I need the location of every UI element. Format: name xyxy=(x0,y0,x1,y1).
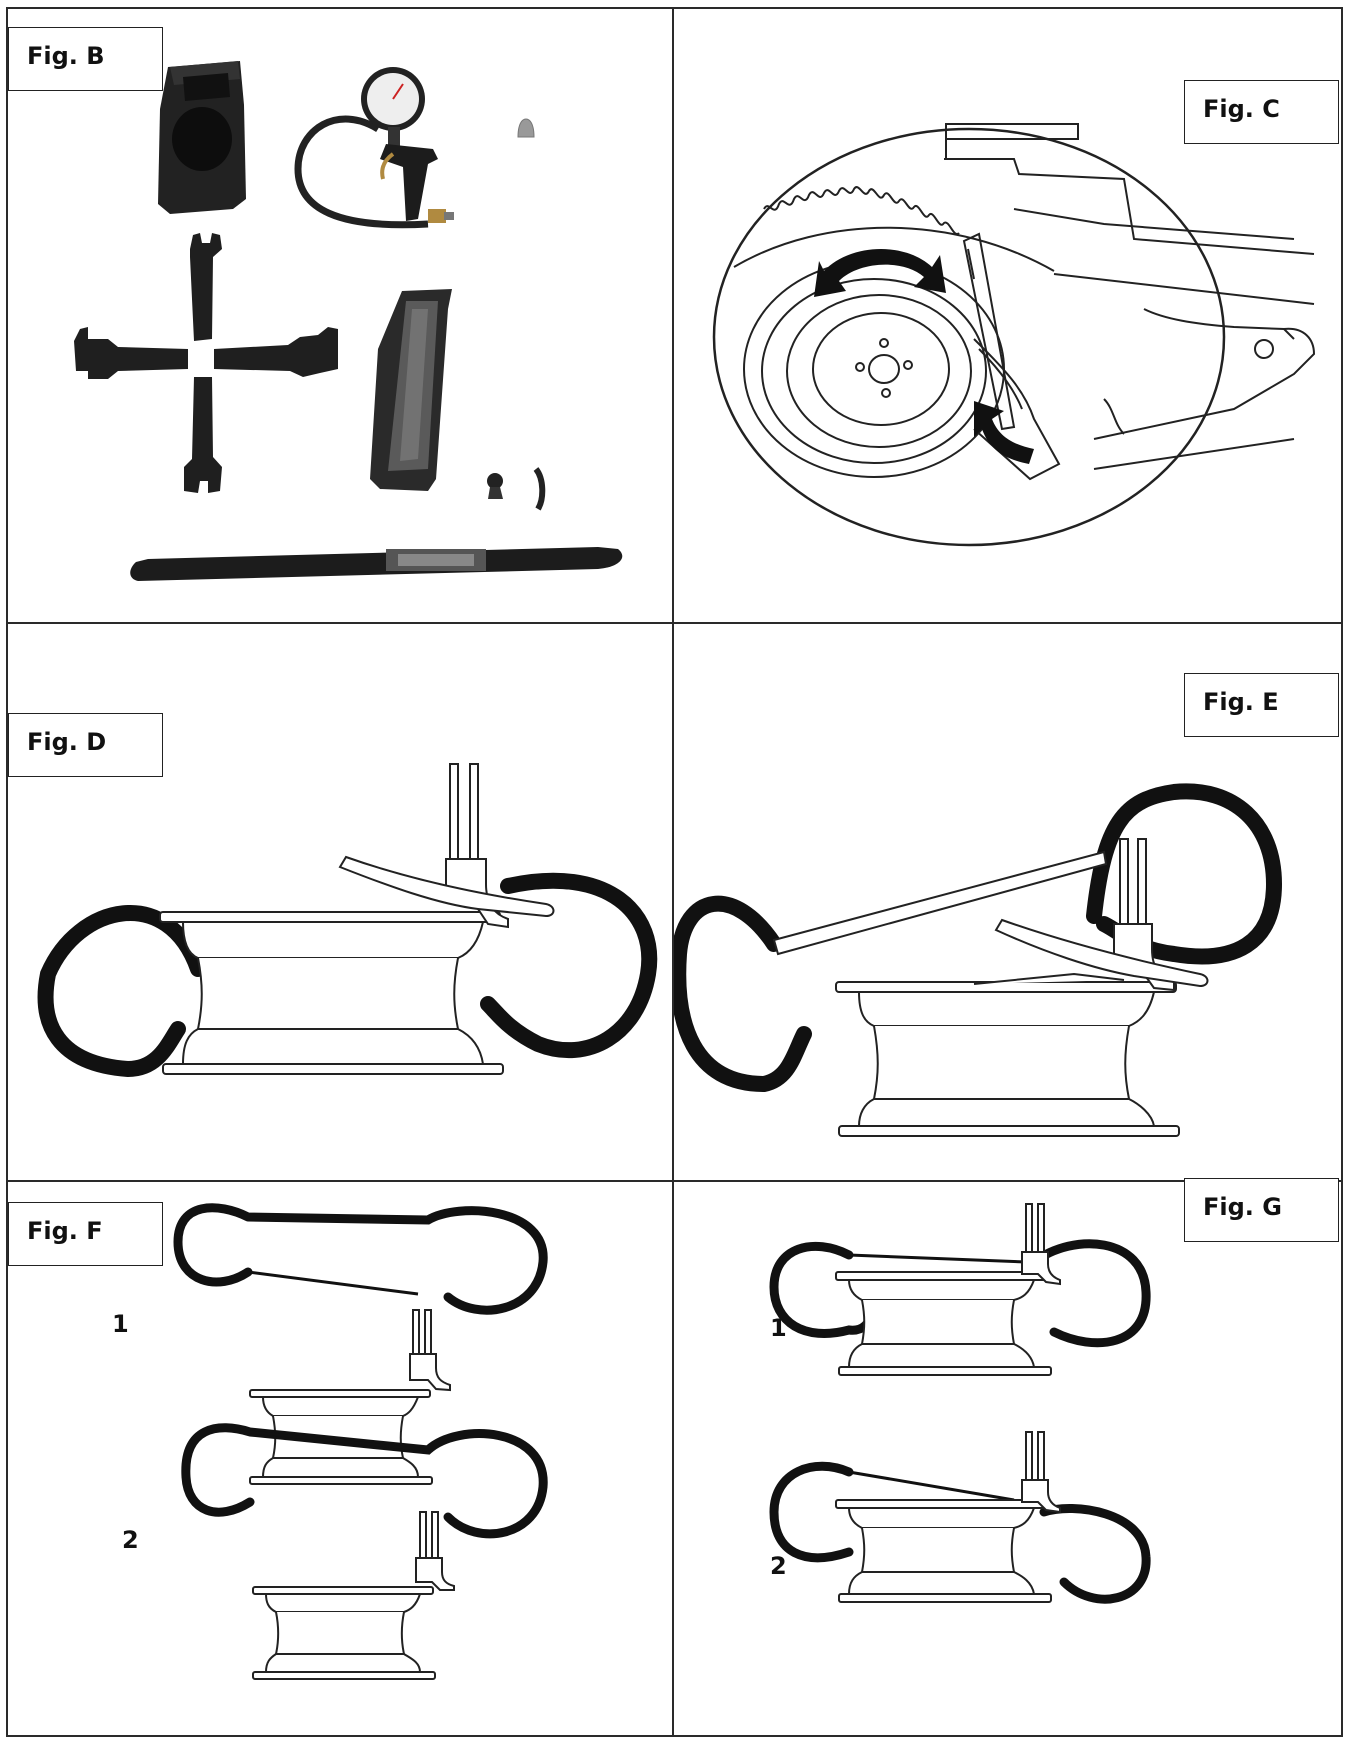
push-arrow-icon xyxy=(974,401,1034,464)
fig-d-panel: Fig. D xyxy=(8,624,672,1180)
fig-g-step-1-number: 1 xyxy=(770,1314,787,1342)
cross-tool-icon xyxy=(74,233,338,493)
small-parts-icon xyxy=(487,469,542,509)
pressure-gauge-icon xyxy=(298,67,454,225)
fig-e-panel: Fig. E xyxy=(674,624,1342,1180)
fig-g-step-2 xyxy=(774,1432,1146,1602)
long-lever-icon xyxy=(130,547,622,581)
fig-c-label: Fig. C xyxy=(1184,80,1339,144)
lever-spoon-icon xyxy=(370,289,452,491)
fig-f-panel: Fig. F 1 2 xyxy=(8,1182,672,1735)
fig-f-step-1-number: 1 xyxy=(112,1310,129,1338)
fig-d-label: Fig. D xyxy=(8,713,163,777)
fig-c-panel: Fig. C xyxy=(674,9,1342,622)
fig-f-label: Fig. F xyxy=(8,1202,163,1266)
fig-f-step-2-number: 2 xyxy=(122,1526,139,1554)
fig-e-label: Fig. E xyxy=(1184,673,1339,737)
fig-g-label: Fig. G xyxy=(1184,1178,1339,1242)
fig-g-step-1 xyxy=(774,1204,1146,1375)
second-bead-mounting-steps-drawing xyxy=(674,1182,1342,1735)
bead-removal-step-drawing xyxy=(8,624,672,1180)
tool-kit-photo xyxy=(8,9,672,622)
fig-g-step-2-number: 2 xyxy=(770,1552,787,1580)
fig-b-label: Fig. B xyxy=(8,27,163,91)
valve-cap-icon xyxy=(518,119,534,137)
bead-block-icon xyxy=(158,61,246,214)
fig-b-panel: Fig. B xyxy=(8,9,672,622)
fig-g-panel: Fig. G 1 2 xyxy=(674,1182,1342,1735)
